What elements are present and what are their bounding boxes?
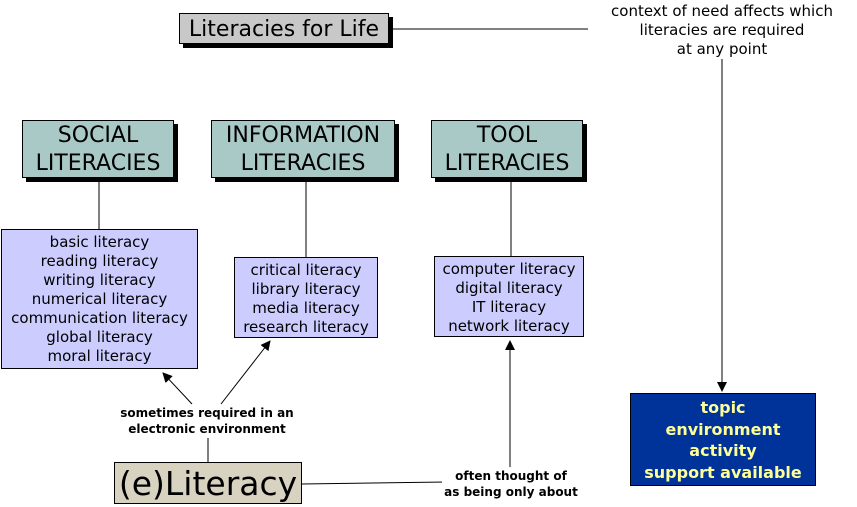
social-literacies-list: basic literacy reading literacy writing … (1, 229, 198, 369)
list-item: critical literacy (250, 261, 362, 279)
information-literacies-box: INFORMATION LITERACIES (211, 120, 395, 178)
category-label: LITERACIES (444, 151, 570, 176)
tool-literacies-box: TOOL LITERACIES (431, 120, 583, 178)
list-item: research literacy (243, 318, 369, 336)
note-to-social-arrow (162, 372, 193, 405)
category-label: LITERACIES (35, 151, 161, 176)
note-line: electronic environment (128, 422, 286, 436)
context-note-line: literacies are required (639, 21, 805, 39)
tool-literacies-list: computer literacy digital literacy IT li… (434, 256, 584, 337)
context-note-line: at any point (676, 40, 768, 58)
eliteracy-to-often-line (301, 481, 447, 485)
context-factor: environment (665, 419, 781, 439)
note-line: as being only about (444, 485, 578, 499)
page-title: Literacies for Life (179, 13, 389, 44)
note-line: sometimes required in an (120, 406, 294, 420)
list-item: digital literacy (455, 279, 563, 297)
electronic-environment-note: sometimes required in an electronic envi… (120, 405, 294, 437)
list-item: writing literacy (43, 271, 156, 289)
context-factors-box: topic environment activity support avail… (630, 393, 816, 486)
context-note-line: context of need affects which (611, 2, 833, 20)
list-item: media literacy (252, 299, 360, 317)
list-item: numerical literacy (31, 290, 168, 308)
category-label: LITERACIES (240, 151, 366, 176)
list-item: network literacy (448, 317, 570, 335)
list-item: computer literacy (442, 260, 576, 278)
list-item: reading literacy (40, 252, 159, 270)
context-note: context of need affects which literacies… (588, 2, 856, 59)
list-item: communication literacy (11, 309, 188, 327)
note-to-info-arrow (220, 340, 271, 405)
category-label: INFORMATION (225, 123, 381, 148)
list-item: global literacy (46, 328, 153, 346)
context-factor: activity (689, 441, 757, 460)
list-item: IT literacy (471, 298, 547, 316)
eliteracy-box: (e)Literacy (114, 462, 302, 504)
often-thought-note: often thought of as being only about (442, 468, 580, 500)
list-item: basic literacy (49, 233, 150, 251)
context-factor: support available (644, 462, 802, 482)
category-label: SOCIAL (57, 123, 139, 148)
list-item: library literacy (251, 280, 361, 298)
category-label: TOOL (476, 123, 538, 148)
note-line: often thought of (455, 469, 567, 483)
list-item: moral literacy (47, 347, 152, 365)
information-literacies-list: critical literacy library literacy media… (234, 257, 378, 338)
social-literacies-box: SOCIAL LITERACIES (22, 120, 174, 178)
context-factor: topic (700, 398, 746, 417)
